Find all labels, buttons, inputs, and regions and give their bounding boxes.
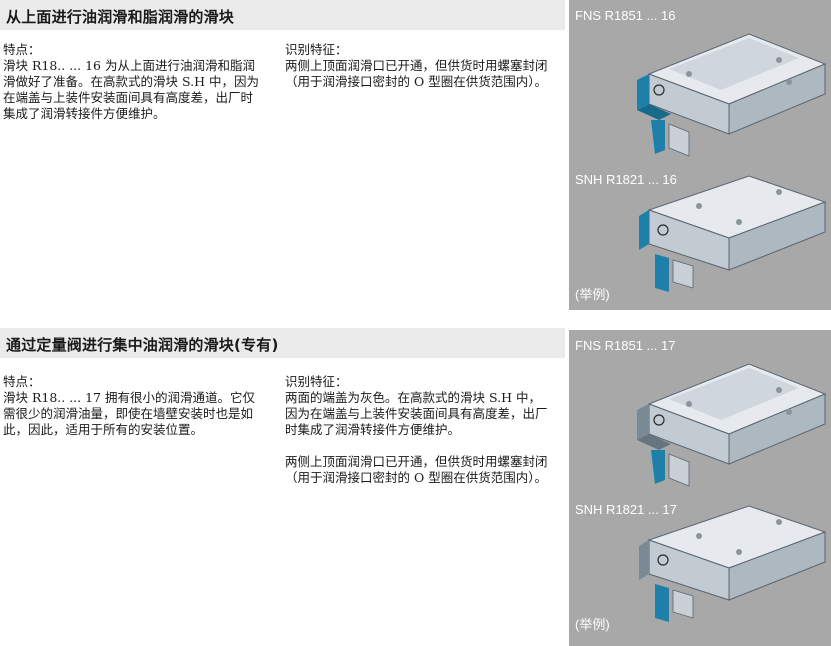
section1-model-top: FNS R1851 ... 16 (575, 8, 676, 23)
section2-example-label: (举例) (575, 617, 610, 632)
section1-image-panel: FNS R1851 ... 16 SNH R1821 ... 16 (举例) (569, 0, 831, 310)
section1-features-text: 滑块 R18.. ... 16 为从上面进行油润滑和脂润滑做好了准备。在高款式的… (3, 58, 259, 121)
fns-runner-block-image-17 (637, 363, 827, 487)
snh-runner-block-image-16 (639, 175, 827, 292)
section2-title: 通过定量阀进行集中油润滑的滑块(专有) (6, 336, 279, 354)
section2-model-bottom: SNH R1821 ... 17 (575, 502, 677, 517)
section1-title-band (0, 0, 565, 30)
section2-identification: 识别特征： 两面的端盖为灰色。在高款式的滑块 S.H 中，因为在端盖与上装件安装… (285, 374, 551, 486)
section2-identification-label: 识别特征： (285, 374, 348, 389)
section1-features: 特点： 滑块 R18.. ... 16 为从上面进行油润滑和脂润滑做好了准备。在… (3, 42, 265, 122)
section2-title-band (0, 328, 565, 358)
section2-image-panel: FNS R1851 ... 17 SNH R1821 ... 17 (举例) (569, 330, 831, 646)
section2-features: 特点： 滑块 R18.. ... 17 拥有很小的润滑通道。它仅需很少的润滑油量… (3, 374, 265, 438)
section2-features-text: 滑块 R18.. ... 17 拥有很小的润滑通道。它仅需很少的润滑油量，即使在… (3, 390, 255, 437)
section2-model-top: FNS R1851 ... 17 (575, 338, 676, 353)
section1-identification: 识别特征： 两侧上顶面润滑口已开通，但供货时用螺塞封闭（用于润滑接口密封的 O … (285, 42, 551, 90)
section1-identification-text: 两侧上顶面润滑口已开通，但供货时用螺塞封闭（用于润滑接口密封的 O 型圈在供货范… (285, 58, 548, 89)
snh-runner-block-image-17 (639, 505, 827, 622)
fns-runner-block-image-16 (637, 33, 827, 157)
section2-identification-text2: 两侧上顶面润滑口已开通，但供货时用螺塞封闭（用于润滑接口密封的 O 型圈在供货范… (285, 454, 548, 485)
section1-model-bottom: SNH R1821 ... 16 (575, 172, 677, 187)
section1-features-label: 特点： (3, 42, 41, 57)
section1-example-label: (举例) (575, 287, 610, 302)
section1-title: 从上面进行油润滑和脂润滑的滑块 (6, 8, 235, 26)
section2-features-label: 特点： (3, 374, 41, 389)
section1-identification-label: 识别特征： (285, 42, 348, 57)
section2-identification-text: 两面的端盖为灰色。在高款式的滑块 S.H 中，因为在端盖与上装件安装面间具有高度… (285, 390, 548, 437)
